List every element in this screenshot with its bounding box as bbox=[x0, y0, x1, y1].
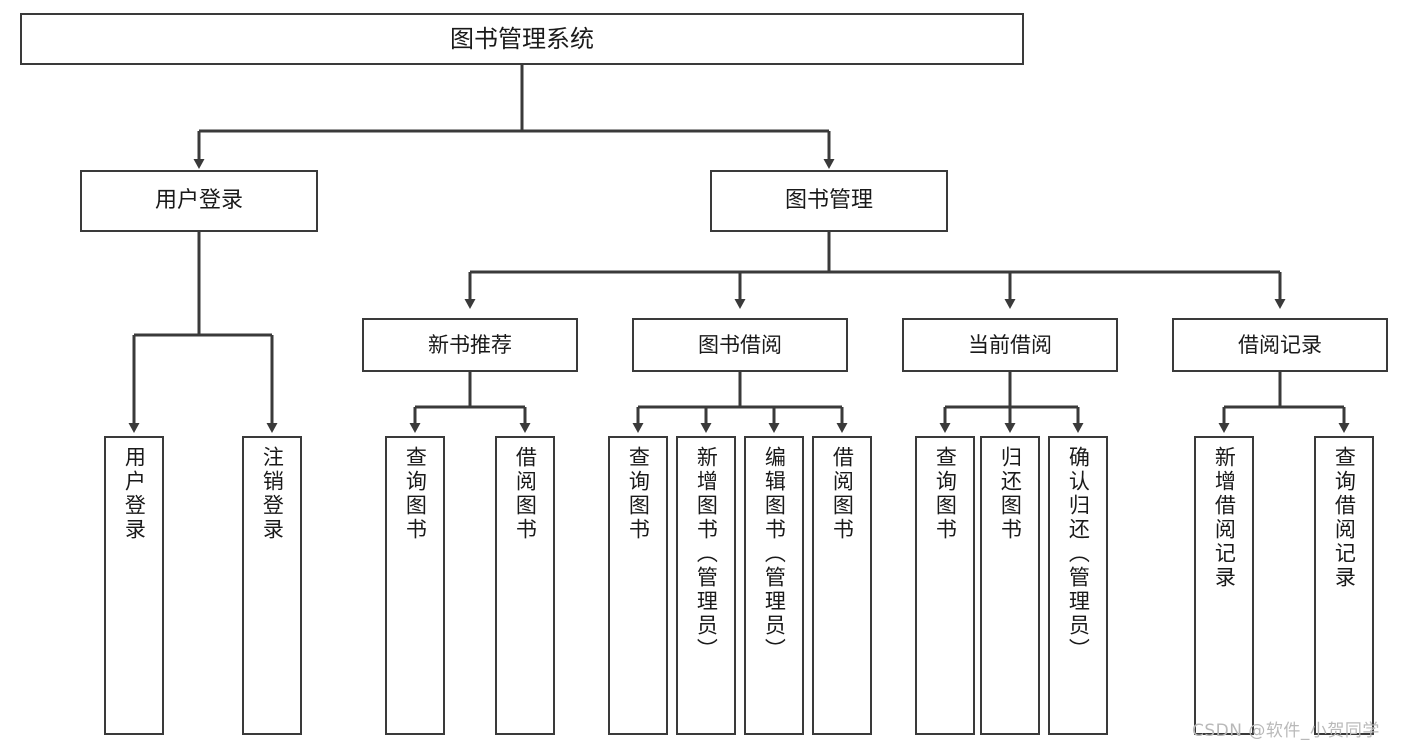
node-label: 新增图书（管理员） bbox=[694, 446, 719, 662]
node-label: 图书管理 bbox=[784, 188, 873, 214]
node-leaf-add-book-admin[interactable]: 新增图书（管理员） bbox=[676, 436, 736, 735]
node-label: 借阅图书 bbox=[830, 446, 855, 542]
node-leaf-query-book-recommend[interactable]: 查询图书 bbox=[385, 436, 445, 735]
node-label: 借阅图书 bbox=[513, 446, 538, 542]
node-label: 图书借阅 bbox=[698, 332, 782, 357]
node-leaf-user-login[interactable]: 用户登录 bbox=[104, 436, 164, 735]
node-leaf-borrow-book-recommend[interactable]: 借阅图书 bbox=[495, 436, 555, 735]
node-leaf-query-borrow-record[interactable]: 查询借阅记录 bbox=[1314, 436, 1374, 735]
node-leaf-add-borrow-record[interactable]: 新增借阅记录 bbox=[1194, 436, 1254, 735]
node-label: 查询图书 bbox=[403, 446, 428, 542]
node-label: 编辑图书（管理员） bbox=[762, 446, 787, 662]
node-label: 图书管理系统 bbox=[450, 24, 594, 53]
csdn-watermark: CSDN @软件_小贺同学 bbox=[1192, 721, 1380, 741]
node-book-management-system[interactable]: 图书管理系统 bbox=[20, 13, 1024, 65]
node-leaf-query-book-current[interactable]: 查询图书 bbox=[915, 436, 975, 735]
node-leaf-borrow-book[interactable]: 借阅图书 bbox=[812, 436, 872, 735]
node-leaf-return-book[interactable]: 归还图书 bbox=[980, 436, 1040, 735]
node-leaf-logout[interactable]: 注销登录 bbox=[242, 436, 302, 735]
node-label: 归还图书 bbox=[998, 446, 1023, 542]
node-leaf-query-book-borrow[interactable]: 查询图书 bbox=[608, 436, 668, 735]
node-label: 查询借阅记录 bbox=[1332, 446, 1357, 590]
node-label: 用户登录 bbox=[154, 188, 243, 214]
node-label: 当前借阅 bbox=[968, 332, 1052, 357]
node-label: 查询图书 bbox=[626, 446, 651, 542]
node-label: 查询图书 bbox=[933, 446, 958, 542]
node-new-book-recommend[interactable]: 新书推荐 bbox=[362, 318, 578, 372]
node-label: 新书推荐 bbox=[428, 332, 512, 357]
node-leaf-confirm-return-admin[interactable]: 确认归还（管理员） bbox=[1048, 436, 1108, 735]
node-label: 借阅记录 bbox=[1238, 332, 1322, 357]
node-label: 注销登录 bbox=[260, 446, 285, 542]
node-label: 新增借阅记录 bbox=[1212, 446, 1237, 590]
node-label: 确认归还（管理员） bbox=[1066, 446, 1091, 662]
node-current-borrow[interactable]: 当前借阅 bbox=[902, 318, 1118, 372]
node-leaf-edit-book-admin[interactable]: 编辑图书（管理员） bbox=[744, 436, 804, 735]
node-borrow-record[interactable]: 借阅记录 bbox=[1172, 318, 1388, 372]
node-label: 用户登录 bbox=[122, 446, 147, 542]
node-book-management[interactable]: 图书管理 bbox=[710, 170, 948, 232]
node-book-borrow[interactable]: 图书借阅 bbox=[632, 318, 848, 372]
node-user-login[interactable]: 用户登录 bbox=[80, 170, 318, 232]
